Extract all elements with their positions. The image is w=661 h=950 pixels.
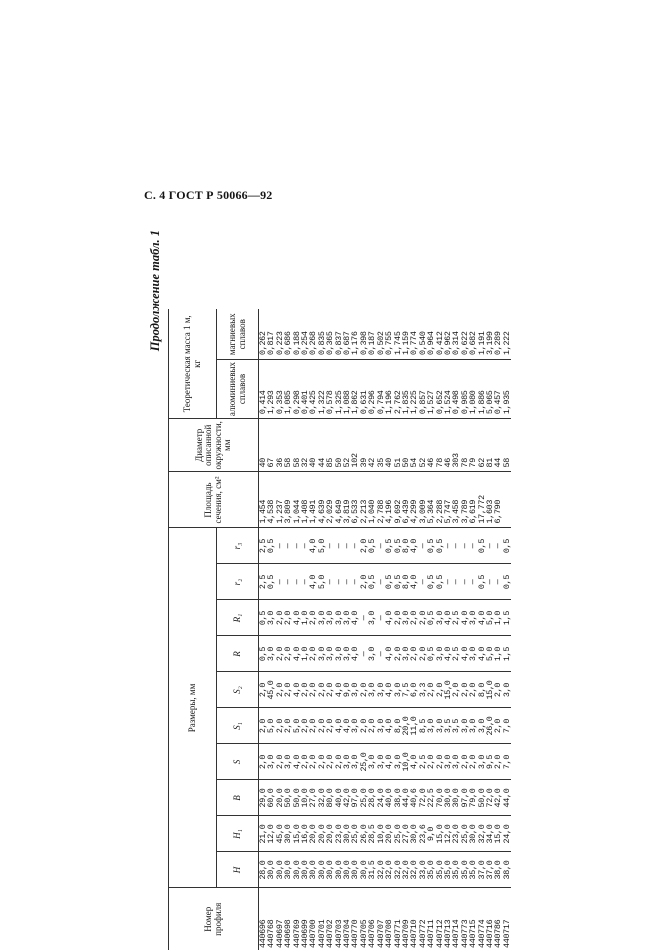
profile-number-cell: 440707 bbox=[377, 888, 385, 950]
profile-number-cell: 440701 bbox=[318, 888, 326, 950]
profile-number-cell: 440699 bbox=[301, 888, 309, 950]
profile-number-cell: 440713 bbox=[444, 888, 452, 950]
header-dim: S₂ bbox=[217, 672, 259, 708]
profile-number-cell: 440710 bbox=[410, 888, 418, 950]
header-dim: B bbox=[217, 780, 259, 816]
profile-number-cell: 440715 bbox=[469, 888, 477, 950]
profile-number-cell: 440773 bbox=[461, 888, 469, 950]
header-theoretical-mass: Теоретическая масса 1 м, кг bbox=[169, 310, 217, 419]
header-aluminium: алюминиевых сплавов bbox=[217, 360, 259, 419]
table-cell: 1,222 bbox=[503, 310, 511, 360]
table-cell: 7,0 bbox=[503, 744, 511, 780]
profile-number-cell: 440768 bbox=[267, 888, 275, 950]
profile-number-cell: 440770 bbox=[351, 888, 359, 950]
profile-number-cell: 440708 bbox=[385, 888, 393, 950]
table-cell: 24,0 bbox=[503, 816, 511, 852]
table-cell: 3,0 bbox=[503, 672, 511, 708]
table-cell: 38,0 bbox=[503, 852, 511, 888]
table-caption: Продолжение табл. 1 bbox=[148, 230, 163, 351]
profile-number-cell: 440698 bbox=[284, 888, 292, 950]
table-cell: 1,5 bbox=[503, 600, 511, 636]
header-dim: r₂ bbox=[217, 564, 259, 600]
profile-number-cell: 440711 bbox=[427, 888, 435, 950]
table-cell: 58 bbox=[503, 419, 511, 472]
profile-number-cell: 440717 bbox=[503, 888, 511, 950]
header-profile-number: Номер профиля bbox=[169, 888, 259, 950]
table-cell: 0,5 bbox=[503, 528, 511, 564]
profile-number-cell: 440700 bbox=[309, 888, 317, 950]
table-cell: 7,0 bbox=[503, 708, 511, 744]
profile-number-cell: 440697 bbox=[276, 888, 284, 950]
header-dim: R bbox=[217, 636, 259, 672]
header-dim: H bbox=[217, 852, 259, 888]
header-dim: R₁ bbox=[217, 600, 259, 636]
profiles-table: Номер профиля Размеры, мм Площадь сечени… bbox=[168, 310, 511, 950]
header-dim: r₃ bbox=[217, 528, 259, 564]
table-cell: 1,935 bbox=[503, 360, 511, 419]
profile-number-cell: 440769 bbox=[293, 888, 301, 950]
header-magnesium: магниевых сплавов bbox=[217, 310, 259, 360]
profile-number-cell: 440714 bbox=[452, 888, 460, 950]
header-dim: S₁ bbox=[217, 708, 259, 744]
profile-number-cell: 440696 bbox=[259, 888, 268, 950]
profile-number-cell: 440772 bbox=[419, 888, 427, 950]
profile-number-cell: 440716 bbox=[486, 888, 494, 950]
header-area: Площадь сечения, см² bbox=[169, 472, 259, 528]
profile-number-cell: 440774 bbox=[478, 888, 486, 950]
profile-number-cell: 440712 bbox=[436, 888, 444, 950]
header-sizes: Размеры, мм bbox=[169, 528, 217, 888]
header-diameter: Диаметр описанной окружности, мм bbox=[169, 419, 259, 472]
header-dim: S bbox=[217, 744, 259, 780]
profile-number-cell: 440709 bbox=[402, 888, 410, 950]
rotated-table-sheet: Продолжение табл. 1 Номер профиля Размер… bbox=[148, 228, 520, 950]
profile-number-cell: 440705 bbox=[360, 888, 368, 950]
table-cell: 6,790 bbox=[494, 472, 502, 528]
page-header: С. 4 ГОСТ Р 50066—92 bbox=[144, 188, 272, 203]
header-dim: H₁ bbox=[217, 816, 259, 852]
profile-number-cell: 440771 bbox=[394, 888, 402, 950]
table-cell: 1,5 bbox=[503, 636, 511, 672]
profile-number-cell: 440703 bbox=[335, 888, 343, 950]
profile-number-cell: 440702 bbox=[326, 888, 334, 950]
table-cell: 0,5 bbox=[503, 564, 511, 600]
table-cell: 44,0 bbox=[503, 780, 511, 816]
profile-number-cell: 440786 bbox=[494, 888, 502, 950]
table-cell bbox=[503, 472, 511, 528]
profile-number-cell: 440704 bbox=[343, 888, 351, 950]
profile-number-cell: 440706 bbox=[368, 888, 376, 950]
